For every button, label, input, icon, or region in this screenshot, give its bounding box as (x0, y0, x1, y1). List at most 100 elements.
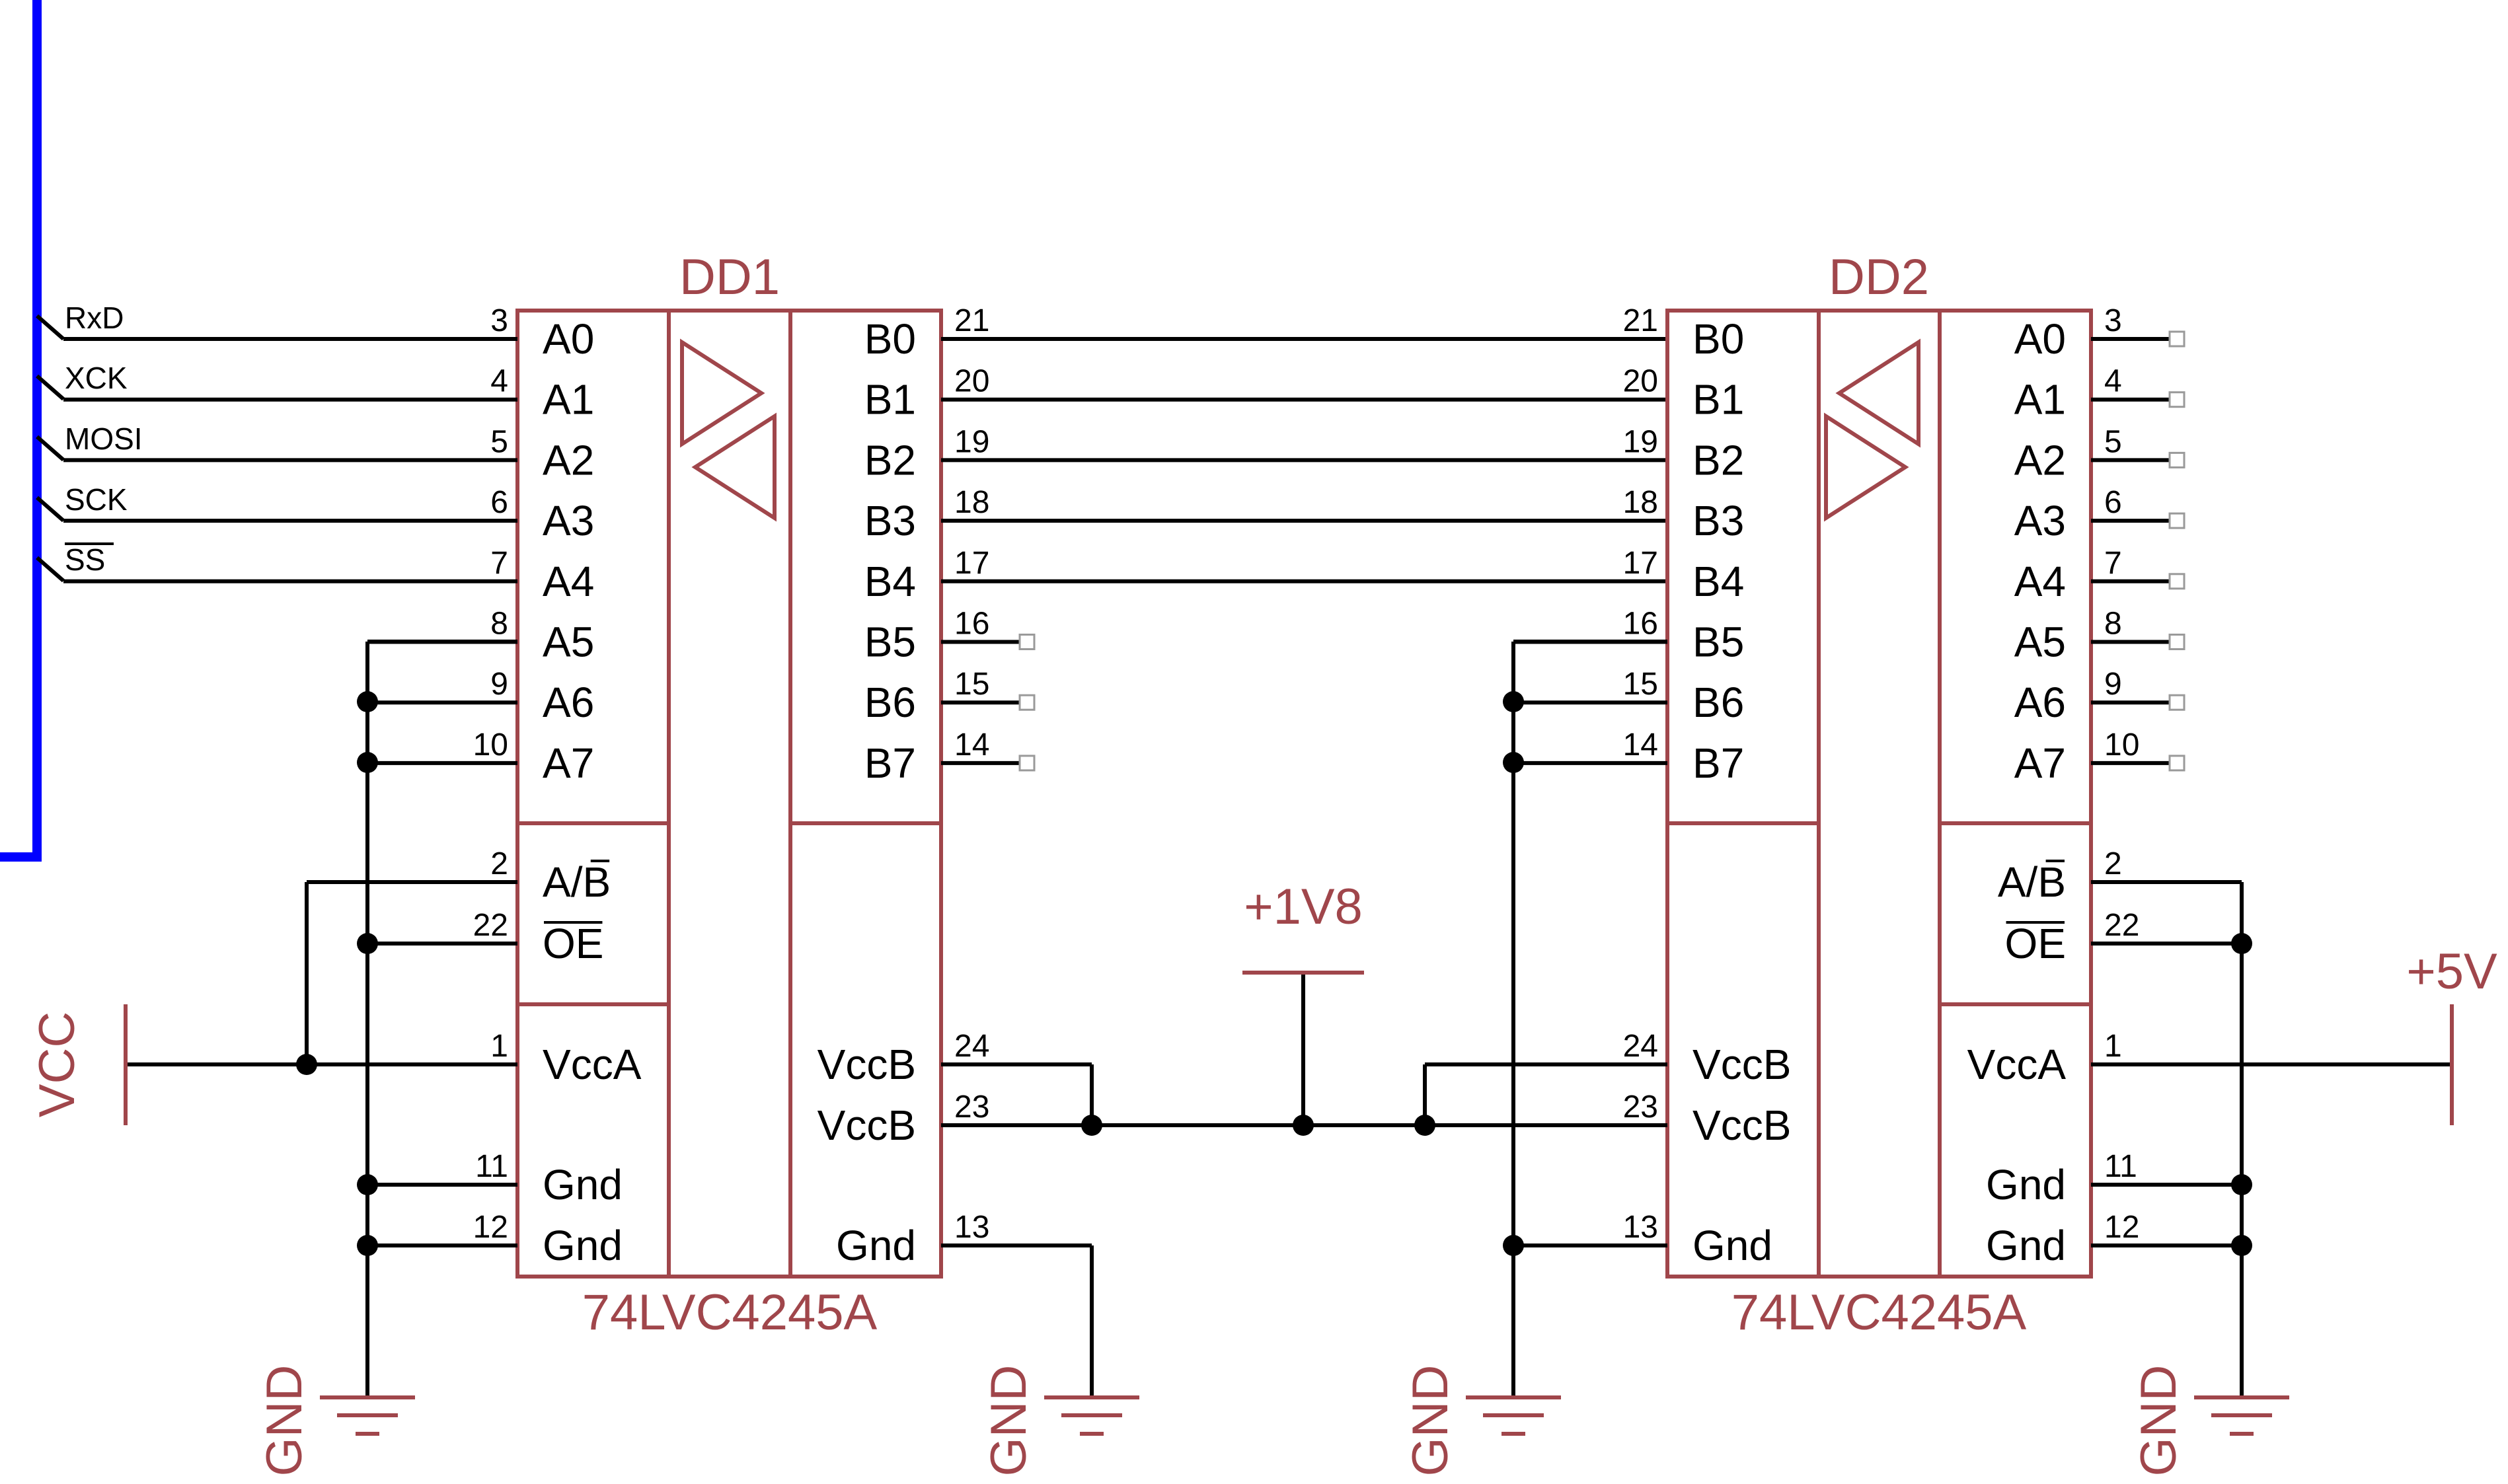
dd1-pin-b3: B3 18 (864, 485, 1667, 544)
dd1-part: 74LVC4245A (582, 1284, 878, 1341)
pin-number: 16 (1623, 607, 1658, 642)
pin-number: 8 (490, 607, 508, 642)
pin-label: VccB (1692, 1101, 1791, 1149)
pin-number: 22 (2104, 908, 2139, 943)
pin-label: A0 (2014, 315, 2066, 363)
pin-label: VccB (1692, 1041, 1791, 1088)
pin-label: OE (2005, 920, 2066, 967)
gnd-symbol: GND (981, 1365, 1139, 1476)
junction-dot (357, 933, 378, 954)
dd1-pin-a0: A03 (63, 303, 594, 363)
pin-label: Gnd (1986, 1161, 2066, 1208)
unconnected-pin-marker (2168, 755, 2185, 772)
pin-label: A/B (543, 858, 611, 906)
junction-dot (2231, 1235, 2252, 1256)
pin-label: Gnd (1986, 1222, 2066, 1269)
pin-label: OE (543, 920, 603, 967)
pin-label: B3 (864, 497, 916, 544)
pin-number: 18 (954, 485, 989, 520)
pin-label: B2 (864, 436, 916, 484)
dd1-ref: DD1 (679, 249, 780, 305)
pin-number: 5 (2104, 424, 2122, 459)
pin-label: A6 (2014, 679, 2066, 726)
dd2-pin-vccb: VccB 23 (1623, 1090, 1792, 1149)
power-1v8: +1V8 (1242, 879, 1364, 975)
dd1-pin-a3: A3 6 (63, 485, 594, 544)
junction-dot (1414, 1115, 1435, 1136)
junction-dot (357, 691, 378, 712)
vcc-label: VCC (29, 1012, 85, 1117)
pin-number: 11 (2104, 1149, 2137, 1184)
pin-number: 18 (1623, 485, 1658, 520)
dd2-pin-oe: OE 22 (2005, 908, 2242, 967)
junction-dot (357, 1235, 378, 1256)
junctions (296, 691, 2252, 1256)
pin-label: B1 (864, 376, 916, 424)
dd1-pin-b0: B0 21 (864, 303, 1667, 363)
junction-dot (1503, 752, 1524, 773)
pin-number: 1 (490, 1029, 508, 1064)
pin-number: 4 (2104, 364, 2122, 399)
pin-number: 21 (954, 303, 989, 338)
power-5v: +5V (2406, 944, 2497, 1125)
pin-number: 16 (954, 607, 989, 642)
pin-number: 11 (475, 1149, 508, 1184)
unconnected-pin-marker (2168, 694, 2185, 711)
net-label-ss: SS (65, 542, 105, 577)
pin-label: B7 (864, 739, 916, 787)
dd1-pin-b2: B2 19 (864, 424, 1667, 484)
pin-number: 22 (473, 908, 508, 943)
dd1-pin-a5: A58 (367, 607, 594, 666)
power-vcc: VCC (29, 1004, 128, 1125)
junction-dot (357, 752, 378, 773)
dd1-pin-dir: A/B2 (490, 846, 611, 906)
pin-number: 5 (490, 424, 508, 459)
pin-number: 3 (2104, 303, 2122, 338)
buffer-arrow-right (1824, 412, 1909, 522)
pin-label: A0 (543, 315, 594, 363)
pin-number: 10 (473, 727, 508, 762)
pin-label: VccB (817, 1041, 916, 1088)
pin-number: 23 (954, 1090, 989, 1125)
pin-label: A3 (543, 497, 594, 544)
pin-number: 19 (954, 424, 989, 459)
pin-label: A4 (2014, 558, 2066, 605)
pin-number: 1 (2104, 1029, 2122, 1064)
chip-dd1: DD1 74LVC4245A A03A14A25A36A47A58A69A710… (63, 249, 1667, 1341)
dd2-pin-a7: A7 10 (2014, 727, 2185, 787)
junction-dot (296, 1054, 317, 1075)
pin-number: 23 (1623, 1090, 1658, 1125)
pin-label: A7 (2014, 739, 2066, 787)
signal-bus: RxD XCK MOSI SCK SS (0, 0, 143, 862)
pin-label: B0 (864, 315, 916, 363)
pin-number: 2 (2104, 846, 2122, 881)
junction-dot (2231, 1174, 2252, 1195)
pin-number: 17 (954, 546, 989, 581)
pin-label: B7 (1692, 739, 1744, 787)
dd2-pin-a0: A0 3 (2014, 303, 2185, 363)
pin-label: A6 (543, 679, 594, 726)
pin-number: 6 (490, 485, 508, 520)
dd1-pin-a1: A14 (63, 364, 594, 424)
pin-number: 20 (954, 364, 989, 399)
pin-number: 10 (2104, 727, 2139, 762)
dd1-pin-b1: B1 20 (864, 364, 1667, 424)
